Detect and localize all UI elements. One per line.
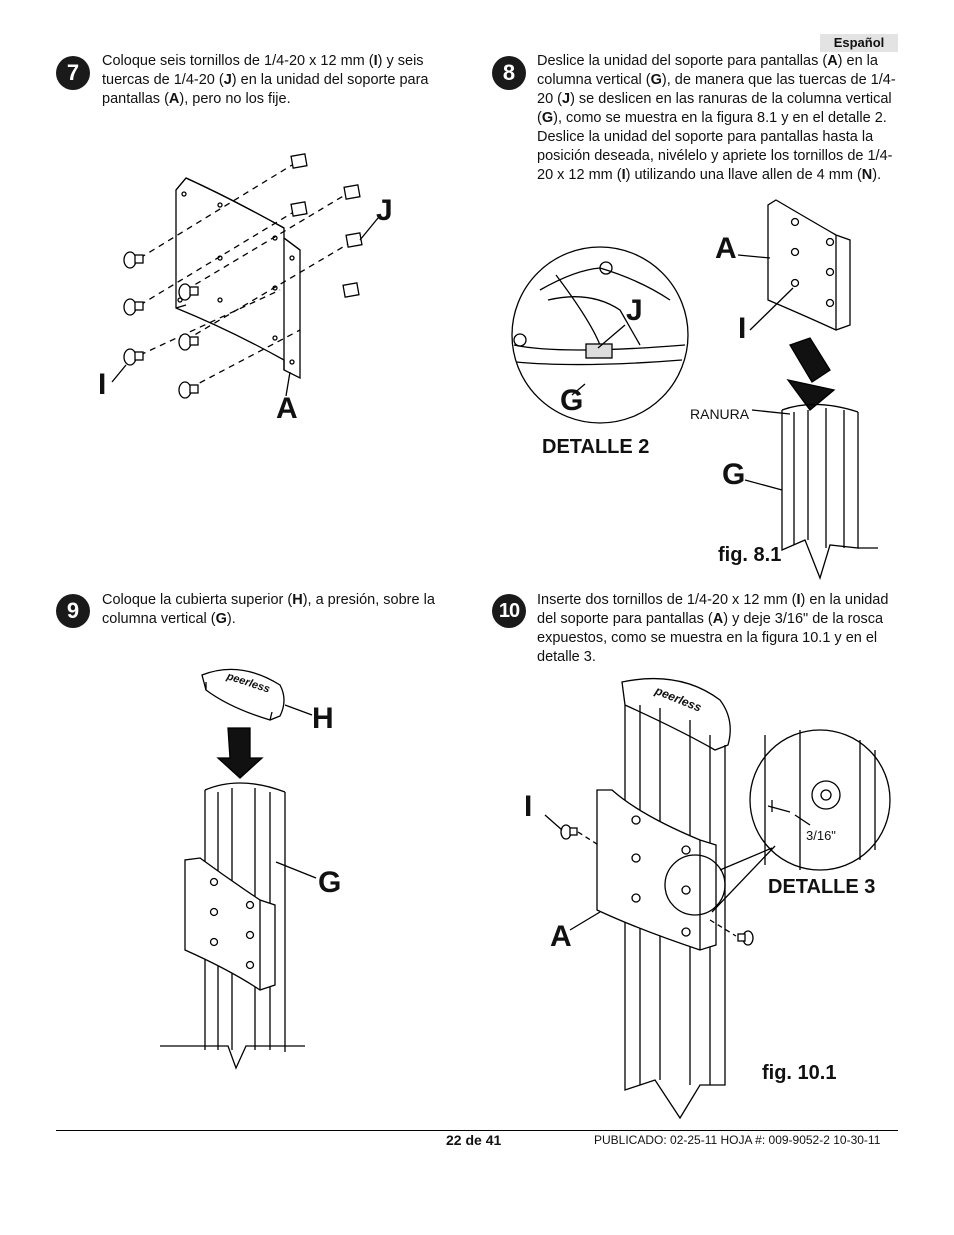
step8-arrow [789,337,831,383]
step8-detail-caption: DETALLE 2 [542,436,650,458]
step10-label-a: A [550,920,572,953]
step10-cap [621,677,731,751]
step10-detail-circle [664,729,891,916]
step-8-badge: 8 [492,56,526,90]
step7-leader-j [359,217,379,241]
step8-detail-circle [511,246,689,424]
step7-nuts [290,153,363,298]
step9-bracket [184,857,276,991]
step-10-badge: 10 [492,594,526,628]
step9-leader-h [284,704,313,716]
step7-leader-a [285,371,291,397]
step7-label-j: J [376,194,393,227]
step-8-text: Deslice la unidad del soporte para panta… [537,53,896,183]
step9-cap [201,668,285,721]
step-7-badge: 7 [56,56,90,90]
step-9-text: Coloque la cubierta superior (H), a pres… [102,592,435,627]
step8-leader-slot [751,409,791,415]
step8-label-g-detail: G [560,384,584,417]
step8-fig-caption: fig. 8.1 [718,544,782,566]
step8-label-j-detail: J [626,294,643,327]
step7-screws [123,251,199,399]
step8-arrow-head [786,379,836,411]
step8-column [781,403,878,580]
step8-leader-g-detail [571,383,586,396]
step8-label-i: I [738,312,747,345]
step9-leader-g [275,861,317,879]
page-number: 22 de 41 [446,1132,502,1148]
step8-label-a: A [715,232,737,265]
step8-leader-j [597,324,626,349]
step9-arrow [216,727,264,779]
step10-screws [560,824,754,946]
footer-rule [56,1130,898,1131]
step-9-badge: 9 [56,594,90,628]
step8-leader-a [737,254,771,259]
step7-bracket [175,177,301,380]
step8-leader-g [744,479,783,491]
step10-fig-caption: fig. 10.1 [762,1062,837,1084]
step8-bracket [767,199,851,331]
step-7-text: Coloque seis tornillos de 1/4-20 x 12 mm… [102,53,429,107]
step9-label-h: H [312,702,334,735]
step10-detail-caption: DETALLE 3 [768,876,876,898]
step9-label-g: G [318,866,342,899]
step-10-text: Inserte dos tornillos de 1/4-20 x 12 mm … [537,592,889,665]
step10-bracket [596,789,717,951]
language-tag: Español [820,34,898,52]
step10-label-i: I [524,790,533,823]
step8-label-g: G [722,458,746,491]
publication-info: PUBLICADO: 02-25-11 HOJA #: 009-9052-2 1… [594,1133,881,1147]
step10-measure: 3/16" [806,828,836,843]
step7-leader-i [111,364,127,383]
step7-label-i: I [98,368,107,401]
step7-dash-lines [139,164,349,389]
step8-leader-i [749,287,794,331]
step10-leader-a [569,911,601,931]
step8-slot-label: RANURA [690,406,750,422]
step10-leader-i [544,814,563,831]
step7-label-a: A [276,392,298,425]
